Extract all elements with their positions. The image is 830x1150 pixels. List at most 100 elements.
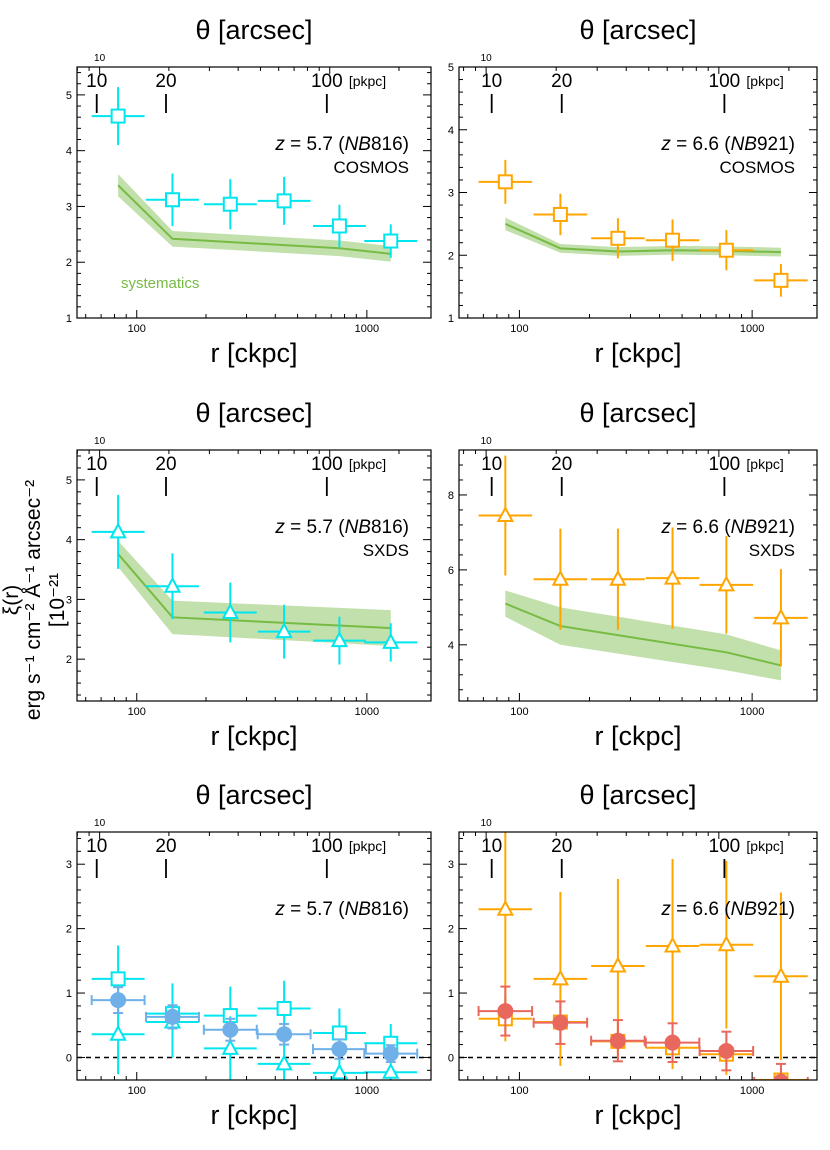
data-point	[533, 528, 588, 630]
marker-triangle	[717, 935, 736, 952]
y-tick-label: 4	[448, 640, 454, 652]
pkpc-label: 100	[709, 71, 741, 92]
marker-triangle	[663, 568, 682, 585]
pkpc-label: 100	[311, 454, 343, 475]
pkpc-label: 20	[551, 836, 572, 857]
x-axis-label: r [ckpc]	[594, 1100, 681, 1130]
series-triangle_open	[91, 494, 418, 665]
pkpc-unit-label: [pkpc]	[349, 456, 386, 472]
x-tick-label: 1000	[740, 323, 764, 335]
systematics-label: systematics	[121, 275, 199, 292]
marker-triangle	[221, 602, 239, 620]
y-tick-label: 3	[448, 188, 454, 200]
data-point	[90, 986, 146, 1015]
field-label: COSMOS	[719, 158, 795, 177]
field-label: COSMOS	[333, 158, 409, 177]
pkpc-label: 10	[481, 454, 502, 475]
series-circle_filled	[90, 986, 419, 1063]
marker-circle	[497, 1003, 514, 1020]
marker-triangle	[496, 505, 515, 523]
data-point	[202, 1017, 258, 1042]
marker-circle	[164, 1008, 181, 1025]
y-tick-label: 0	[66, 1052, 72, 1064]
x-axis-label: r [ckpc]	[594, 721, 681, 751]
marker-triangle	[551, 969, 570, 986]
data-point	[645, 219, 700, 261]
pkpc-label: 100	[311, 71, 343, 92]
x-axis-label: r [ckpc]	[210, 721, 297, 751]
pkpc-label: 10	[481, 71, 502, 92]
marker-triangle	[163, 576, 182, 593]
y-tick-label: 2	[448, 924, 454, 936]
data-point	[699, 230, 754, 271]
plot-frame	[458, 831, 818, 1081]
data-point	[591, 218, 645, 259]
y-tick-label: 1	[448, 313, 454, 325]
marker-circle	[382, 1045, 399, 1062]
marker-square	[552, 206, 568, 222]
pkpc-label: 100	[311, 836, 343, 857]
data-point	[590, 1019, 646, 1063]
redshift-label: z = 5.7 (NB816)	[274, 899, 409, 920]
marker-triangle	[772, 966, 790, 983]
y-axis: 468	[448, 449, 817, 691]
marker-triangle	[330, 631, 349, 648]
marker-triangle	[609, 956, 627, 973]
marker-circle	[609, 1032, 626, 1049]
systematics-line	[117, 184, 391, 255]
data-point	[591, 528, 645, 630]
x-tick-label: 100	[128, 706, 146, 718]
series-triangle_open	[478, 455, 808, 667]
plot-area	[91, 87, 418, 262]
y-tick-label: 1	[448, 988, 454, 1000]
data-point	[645, 859, 700, 1033]
x-axis-label: r [ckpc]	[210, 1100, 297, 1130]
plot-frame	[76, 66, 432, 319]
systematics-band	[118, 540, 391, 647]
data-point	[311, 1038, 367, 1060]
data-point	[145, 1004, 200, 1030]
field-label: SXDS	[749, 541, 795, 560]
marker-triangle	[275, 622, 293, 639]
data-point	[754, 892, 808, 1061]
y-tick-label: 2	[66, 924, 72, 936]
series-square_open	[478, 159, 808, 297]
data-point	[91, 945, 145, 1013]
data-point	[203, 582, 257, 643]
y-tick-label: 3	[448, 859, 454, 871]
data-point	[312, 1047, 366, 1080]
pkpc-unit-label: [pkpc]	[746, 73, 783, 89]
marker-circle	[222, 1021, 239, 1038]
y-tick-label: 1	[66, 313, 72, 325]
y-axis-label-units: erg s⁻¹ cm⁻² Å⁻¹ arcsec⁻²	[22, 480, 45, 720]
annotation: z = 6.6 (NB921)COSMOS	[660, 134, 795, 177]
x-tick-label: 100	[510, 1085, 528, 1097]
y-tick-label: 1	[66, 988, 72, 1000]
marker-square	[718, 242, 734, 258]
data-point	[532, 1000, 589, 1045]
y-tick-label: 0	[448, 1052, 454, 1064]
marker-square	[110, 971, 126, 987]
x-tick-label: 1000	[355, 706, 379, 718]
systematics-band	[505, 590, 781, 681]
x-axis-label: r [ckpc]	[594, 338, 681, 368]
marker-square	[222, 196, 238, 212]
annotation: z = 6.6 (NB921)SXDS	[660, 517, 795, 560]
series-triangle_open	[478, 832, 808, 1066]
marker-square	[276, 1000, 292, 1016]
marker-circle	[718, 1043, 735, 1060]
systematics-band	[505, 217, 781, 257]
data-point	[363, 1044, 419, 1063]
marker-square	[665, 232, 681, 248]
top-tick-label: 10	[94, 818, 106, 829]
marker-square	[276, 193, 292, 209]
marker-triangle	[330, 1063, 349, 1080]
